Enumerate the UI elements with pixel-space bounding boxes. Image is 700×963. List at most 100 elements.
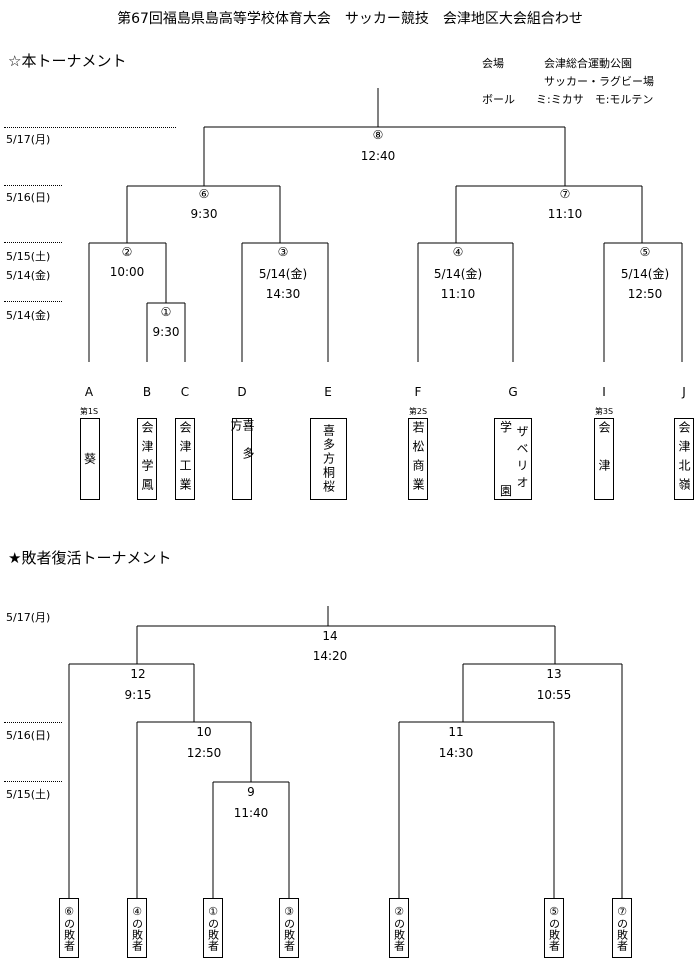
loser-label: ⑦の敗者 [615, 905, 629, 951]
team-name: 喜多方 [229, 419, 255, 475]
match-number: ② [121, 245, 133, 259]
match-time: 11:10 [547, 207, 583, 221]
rep-left [69, 626, 194, 665]
loser-box: ⑤の敗者 [544, 898, 564, 958]
match-number: 10 [196, 725, 212, 739]
date-label: 5/15(土) [6, 788, 51, 801]
match-time: 11:40 [233, 806, 269, 820]
date-label: 5/17(月) [6, 133, 51, 146]
match-time: 9:30 [152, 325, 180, 339]
slot-letter: F [414, 385, 422, 399]
team-box: 学 園 ザベリオ [494, 418, 532, 500]
match-time: 12:50 [627, 287, 663, 301]
team-name: 会津 [597, 421, 611, 497]
slot-letter: B [142, 385, 152, 399]
main-qf-2 [89, 186, 166, 244]
team-box: 若松商業 [408, 418, 428, 500]
loser-box: ④の敗者 [127, 898, 147, 958]
match-number: ④ [452, 245, 464, 259]
loser-label: ②の敗者 [392, 905, 406, 951]
match-time: 11:10 [440, 287, 476, 301]
date-divider [4, 127, 176, 128]
loser-box: ①の敗者 [203, 898, 223, 958]
loser-label: ⑥の敗者 [62, 905, 76, 951]
main-final-line [204, 88, 565, 128]
date-label: 5/15(土) [6, 250, 51, 263]
venue-name-2: サッカー・ラグビー場 [544, 75, 654, 88]
team-box: 会津学鳳 [137, 418, 157, 500]
team-name: 会津北嶺 [677, 421, 691, 497]
date-label: 5/14(金) [6, 309, 51, 322]
match-time: 14:30 [438, 746, 474, 760]
match-time: 10:55 [536, 688, 572, 702]
team-name-left: 学 園 [495, 421, 517, 497]
loser-label: ④の敗者 [130, 905, 144, 951]
team-name: 会津工業 [178, 421, 192, 497]
slot-letter: C [180, 385, 190, 399]
main-qf-4 [417, 186, 514, 362]
slot-letter: E [324, 385, 332, 399]
rep-final-line [137, 606, 555, 627]
date-label: 5/16(日) [6, 191, 51, 204]
match-time: 9:15 [124, 688, 152, 702]
main-sf-left [127, 127, 280, 187]
repechage-heading: ★敗者復活トーナメント [8, 549, 172, 567]
seed-label: 第1S [79, 407, 99, 416]
team-name: ザベリオ [515, 425, 529, 493]
match-time: 9:30 [190, 207, 218, 221]
date-divider [4, 242, 62, 243]
rep-10 [136, 664, 252, 898]
match-date: 5/14(金) [620, 267, 670, 281]
match-time: 14:30 [265, 287, 301, 301]
ball-info: ミ:ミカサ モ:モルテン [536, 93, 654, 106]
match-date: 5/14(金) [433, 267, 483, 281]
seed-label: 第3S [594, 407, 614, 416]
seed-label: 第2S [408, 407, 428, 416]
match-time: 14:20 [312, 649, 348, 663]
match-number: ⑤ [639, 245, 651, 259]
match-time: 12:50 [186, 746, 222, 760]
team-name: 会津学鳳 [140, 421, 154, 497]
date-divider [4, 722, 62, 723]
slot-letter: G [508, 385, 518, 399]
team-name-part: 園 [499, 484, 512, 498]
match-number: 9 [247, 785, 255, 799]
venue-label: 会場 [482, 57, 504, 70]
main-qf-3 [241, 186, 329, 362]
team-name-part: 学 [499, 420, 512, 434]
team-box: 会津 [594, 418, 614, 500]
slot-letter: J [682, 385, 686, 399]
match-number: ① [160, 305, 172, 319]
team-box: 会津北嶺 [674, 418, 694, 500]
date-divider [4, 185, 62, 186]
main-tournament-heading: ☆本トーナメント [8, 52, 127, 70]
rep-right [463, 626, 623, 898]
match-number: ⑦ [559, 187, 571, 201]
match-number: 14 [322, 629, 338, 643]
page-title: 第67回福島県島高等学校体育大会 サッカー競技 会津地区大会組合わせ [117, 11, 583, 27]
match-number: ⑥ [198, 187, 210, 201]
date-label: 5/16(日) [6, 729, 51, 742]
team-box: 喜多方桐桜 [310, 418, 347, 500]
team-box: 葵 [80, 418, 100, 500]
loser-label: ③の敗者 [282, 905, 296, 951]
team-box: 会津工業 [175, 418, 195, 500]
loser-box: ⑦の敗者 [612, 898, 632, 958]
match-number: 13 [546, 667, 562, 681]
match-number: ⑧ [372, 128, 384, 142]
loser-box: ⑥の敗者 [59, 898, 79, 958]
date-divider [4, 781, 62, 782]
loser-box: ③の敗者 [279, 898, 299, 958]
date-divider [4, 301, 62, 302]
main-qf-5 [603, 186, 683, 362]
slot-letter: A [84, 385, 94, 399]
loser-box: ②の敗者 [389, 898, 409, 958]
loser-label: ①の敗者 [206, 905, 220, 951]
slot-letter: D [237, 385, 247, 399]
venue-name-1: 会津総合運動公園 [544, 57, 632, 70]
rep-11 [398, 664, 555, 898]
match-date: 5/14(金) [258, 267, 308, 281]
match-number: 11 [448, 725, 464, 739]
match-number: 12 [130, 667, 146, 681]
